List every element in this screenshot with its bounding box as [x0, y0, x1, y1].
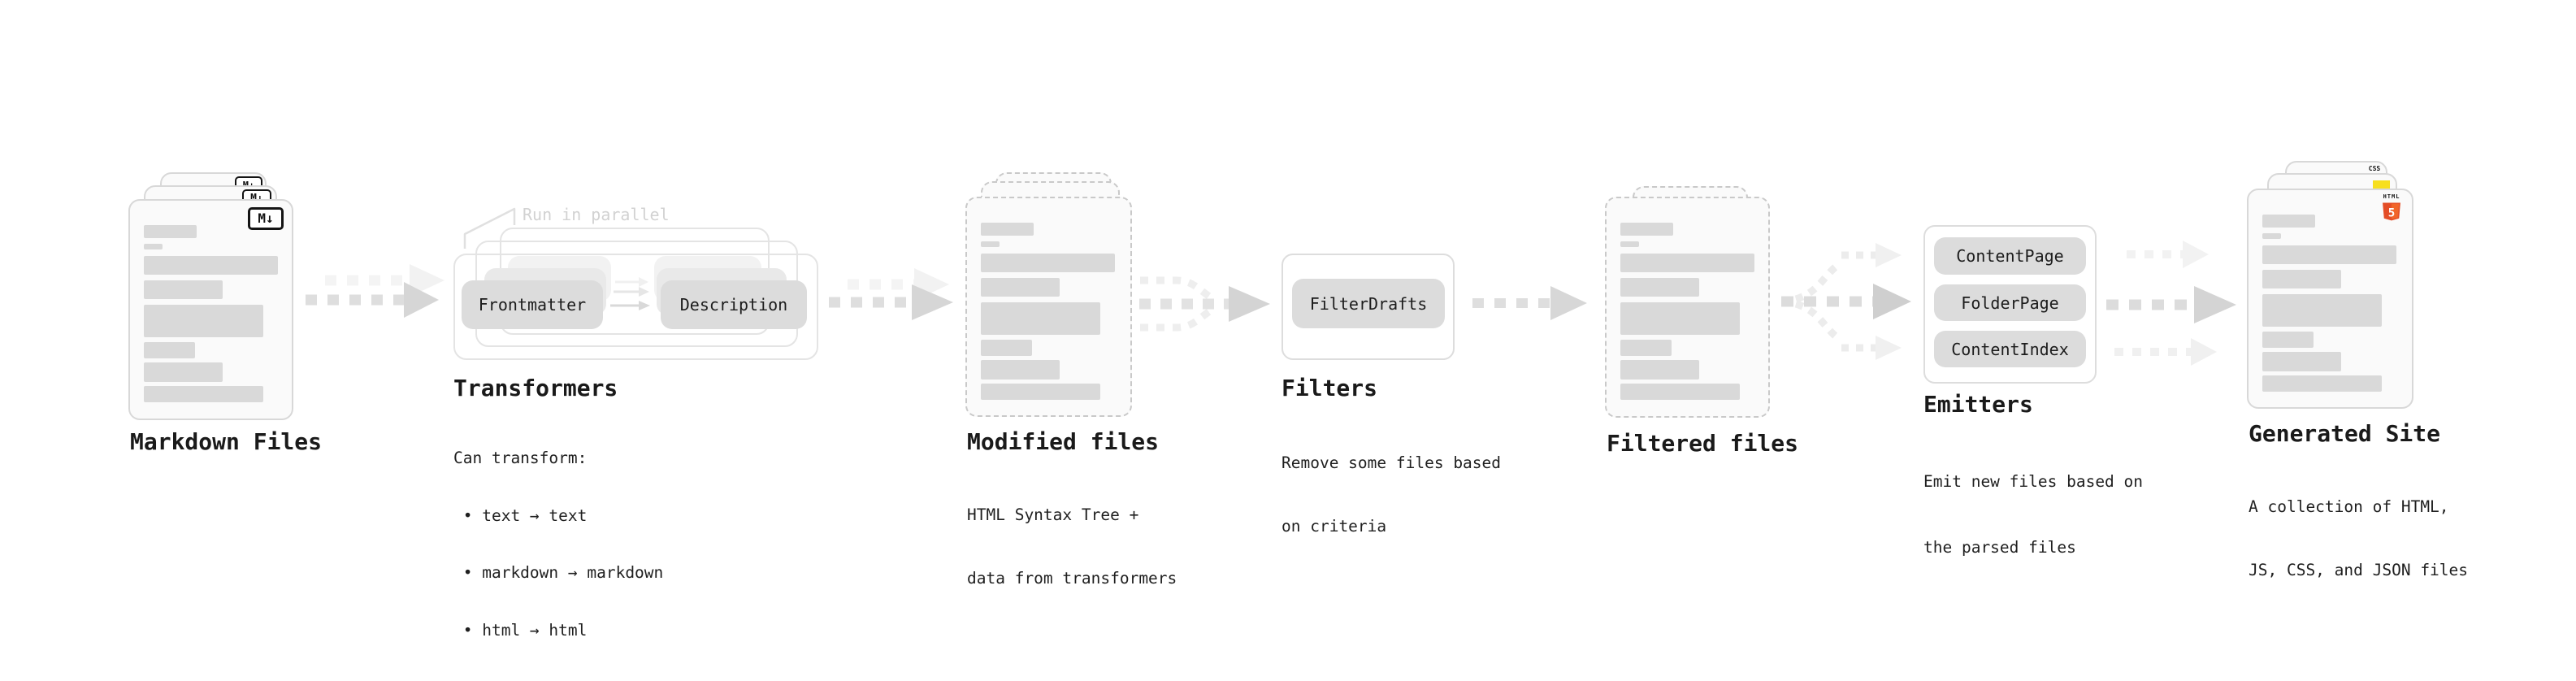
flow-arrow-transformers-to-modified	[829, 268, 953, 320]
placeholder-text-bar	[2262, 215, 2315, 228]
placeholder-text-bar	[2262, 375, 2382, 392]
markdown-icon: M↓	[248, 207, 284, 230]
placeholder-text-bar	[981, 340, 1032, 356]
placeholder-text-bar	[144, 256, 278, 275]
placeholder-text-bar	[144, 305, 263, 337]
filters-subtitle: Remove some files based on criteria	[1281, 410, 1501, 579]
placeholder-text-bar	[2262, 270, 2341, 288]
stage-label-emitters: Emitters	[1923, 391, 2033, 418]
subtitle-line: Remove some files based	[1281, 453, 1502, 472]
subtitle-line: data from transformers	[967, 569, 1177, 588]
placeholder-text-bar	[981, 254, 1115, 272]
note-item: • html → html	[453, 620, 588, 640]
description-transformer-pill: Description	[661, 280, 807, 329]
placeholder-text-bar	[1620, 302, 1740, 335]
subtitle-line: Emit new files based on	[1923, 472, 2144, 491]
stage-label-modified-files: Modified files	[967, 428, 1160, 455]
contentindex-emitter-pill: ContentIndex	[1934, 331, 2086, 367]
placeholder-text-bar	[2262, 352, 2341, 371]
placeholder-text-bar	[981, 384, 1100, 400]
placeholder-text-bar	[1620, 360, 1699, 380]
placeholder-text-bar	[144, 362, 223, 382]
placeholder-text-bar	[2262, 332, 2314, 348]
placeholder-text-bar	[144, 342, 195, 358]
flow-arrow-filters-to-filtered	[1472, 286, 1587, 320]
document-placeholder-lines	[981, 223, 1115, 400]
note-item: • markdown → markdown	[453, 563, 664, 582]
placeholder-text-bar	[1620, 254, 1754, 272]
css-icon-label: CSS	[2368, 165, 2381, 172]
placeholder-text-bar	[1620, 241, 1639, 247]
placeholder-text-bar	[981, 360, 1060, 380]
subtitle-line: HTML Syntax Tree +	[967, 505, 1139, 524]
filtered-file-card-front	[1605, 197, 1770, 418]
placeholder-text-bar	[144, 225, 197, 238]
placeholder-text-bar	[981, 241, 1000, 247]
flow-arrows-emitters-to-generated	[2106, 241, 2236, 366]
filterdrafts-pill: FilterDrafts	[1292, 279, 1445, 328]
run-in-parallel-annotation: Run in parallel	[523, 205, 670, 224]
flow-arrow-filtered-to-emitters-branch	[1781, 243, 1911, 360]
document-placeholder-lines	[2262, 215, 2396, 392]
subtitle-line: on criteria	[1281, 517, 1387, 536]
placeholder-text-bar	[981, 223, 1034, 236]
flow-arrow-markdown-to-transformers	[306, 264, 445, 318]
folderpage-emitter-pill: FolderPage	[1934, 284, 2086, 321]
transformers-notes: Can transform: • text → text • markdown …	[453, 410, 663, 678]
stage-label-filtered-files: Filtered files	[1607, 430, 1799, 457]
javascript-icon	[2373, 180, 2390, 189]
generated-html-card-front: HTML 5	[2247, 189, 2413, 409]
placeholder-text-bar	[144, 280, 223, 299]
stage-label-markdown-files: Markdown Files	[130, 428, 323, 455]
placeholder-text-bar	[2262, 294, 2382, 327]
subtitle-line: A collection of HTML,	[2249, 497, 2449, 516]
placeholder-text-bar	[1620, 384, 1740, 400]
placeholder-text-bar	[981, 278, 1060, 297]
stage-label-transformers: Transformers	[453, 375, 618, 401]
note-item: • text → text	[453, 505, 588, 525]
flow-arrow-modified-to-filters-merge	[1139, 276, 1270, 332]
subtitle-line: JS, CSS, and JSON files	[2249, 561, 2469, 579]
placeholder-text-bar	[144, 386, 263, 402]
placeholder-text-bar	[1620, 340, 1672, 356]
document-placeholder-lines	[144, 225, 278, 402]
placeholder-text-bar	[981, 302, 1100, 335]
modified-files-subtitle: HTML Syntax Tree + data from transformer…	[967, 462, 1177, 631]
stage-label-generated-site: Generated Site	[2249, 420, 2441, 447]
placeholder-text-bar	[2262, 245, 2396, 264]
emitters-subtitle: Emit new files based on the parsed files	[1923, 427, 2143, 602]
document-placeholder-lines	[1620, 223, 1754, 400]
html5-icon-word: HTML	[2383, 193, 2400, 200]
placeholder-text-bar	[144, 244, 163, 249]
subtitle-line: the parsed files	[1923, 538, 2076, 557]
svg-text:5: 5	[2388, 207, 2396, 220]
placeholder-text-bar	[2262, 233, 2281, 239]
generated-site-subtitle: A collection of HTML, JS, CSS, and JSON …	[2249, 454, 2468, 623]
modified-file-card-front	[965, 197, 1132, 417]
notes-title: Can transform:	[453, 449, 588, 467]
html5-shield: 5	[2383, 202, 2400, 221]
frontmatter-transformer-pill: Frontmatter	[462, 280, 603, 329]
placeholder-text-bar	[1620, 278, 1699, 297]
contentpage-emitter-pill: ContentPage	[1934, 237, 2086, 275]
placeholder-text-bar	[1620, 223, 1673, 236]
stage-label-filters: Filters	[1281, 375, 1378, 401]
markdown-file-card-front: M↓	[128, 199, 293, 420]
html5-icon: HTML 5	[2383, 194, 2400, 222]
transformer-box-front	[453, 254, 818, 360]
